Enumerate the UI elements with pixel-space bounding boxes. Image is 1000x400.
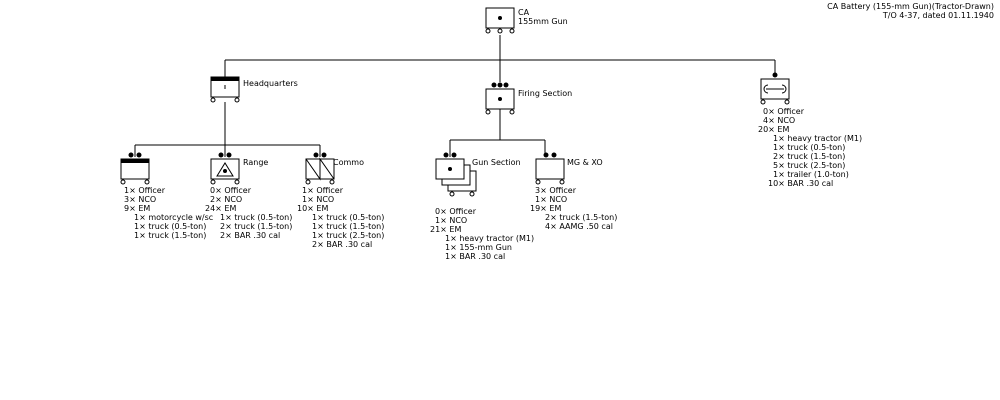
unit-symbol-battery [485,7,515,34]
connector-firing-bus [449,108,546,157]
chart-header: CA Battery (155-mm Gun)(Tractor-Drawn)T/… [827,2,994,20]
stat-line: 4× NCO [763,116,796,125]
stat-line: 0× Officer [435,207,476,216]
stat-line: 1× 155-mm Gun [445,243,512,252]
unit-symbol-maintenance [760,72,790,105]
stat-line: 1× Officer [124,186,165,195]
stat-line: 1× heavy tractor (M1) [773,134,863,143]
stat-line: 19× EM [530,204,562,213]
header-subtitle: T/O 4-37, dated 01.11.1940 [882,11,994,20]
unit-symbol-headquarters [210,76,240,103]
stat-line: 0× Officer [210,186,251,195]
stat-line: 1× NCO [535,195,568,204]
mg-xo-label: MG & XO [567,158,603,167]
unit-symbol-firing-section [485,82,515,115]
connector-top-bus [224,35,776,82]
stat-line: 1× NCO [302,195,335,204]
stat-line: 1× truck (1.5-ton) [134,231,207,240]
stat-line: 1× truck (0.5-ton) [134,222,207,231]
stat-line: 3× NCO [124,195,157,204]
stat-line: 5× truck (2.5-ton) [773,161,846,170]
stat-line: 2× truck (1.5-ton) [220,222,293,231]
stat-line: 3× Officer [535,186,576,195]
stat-line: 10× BAR .30 cal [768,179,834,188]
battery-label: CA 155mm Gun [518,8,568,26]
header-title: CA Battery (155-mm Gun)(Tractor-Drawn) [827,2,994,11]
firing-section-label: Firing Section [518,89,573,98]
connector-lines [134,35,776,157]
stat-line: 1× truck (0.5-ton) [312,213,385,222]
stat-line: 10× EM [297,204,329,213]
stat-line: 1× heavy tractor (M1) [445,234,535,243]
stat-line: 9× EM [124,204,151,213]
stat-line: 1× trailer (1.0-ton) [773,170,849,179]
commo-label: Commo [333,158,364,167]
stat-line: 4× AAMG .50 cal [545,222,613,231]
stat-line: 2× NCO [210,195,243,204]
range-label: Range [243,158,269,167]
stat-line: 1× BAR .30 cal [445,252,506,261]
stat-line: 2× BAR .30 cal [312,240,373,249]
stat-line: 2× truck (1.5-ton) [773,152,846,161]
stat-line: 1× Officer [302,186,343,195]
unit-symbol-gun-section [435,152,477,197]
stat-line: 20× EM [758,125,790,134]
stat-line: 2× BAR .30 cal [220,231,281,240]
stat-line: 0× Officer [763,107,804,116]
stat-line: 1× truck (1.5-ton) [312,222,385,231]
unit-symbol-hq-platoon [120,152,150,185]
stat-line: 1× motorcycle w/sc [134,213,214,222]
stat-line: 2× truck (1.5-ton) [545,213,618,222]
unit-symbol-mg-xo [535,152,565,185]
stat-line: 1× truck (2.5-ton) [312,231,385,240]
stat-line: 1× truck (0.5-ton) [220,213,293,222]
stat-line: 21× EM [430,225,462,234]
stat-line: 24× EM [205,204,237,213]
stat-line: 1× NCO [435,216,468,225]
unit-symbol-range [210,152,240,185]
headquarters-label: Headquarters [243,79,298,88]
gun-section-label: Gun Section [472,158,521,167]
stat-line: 1× truck (0.5-ton) [773,143,846,152]
unit-symbol-commo [305,152,335,185]
connector-hq-bus [134,102,321,157]
